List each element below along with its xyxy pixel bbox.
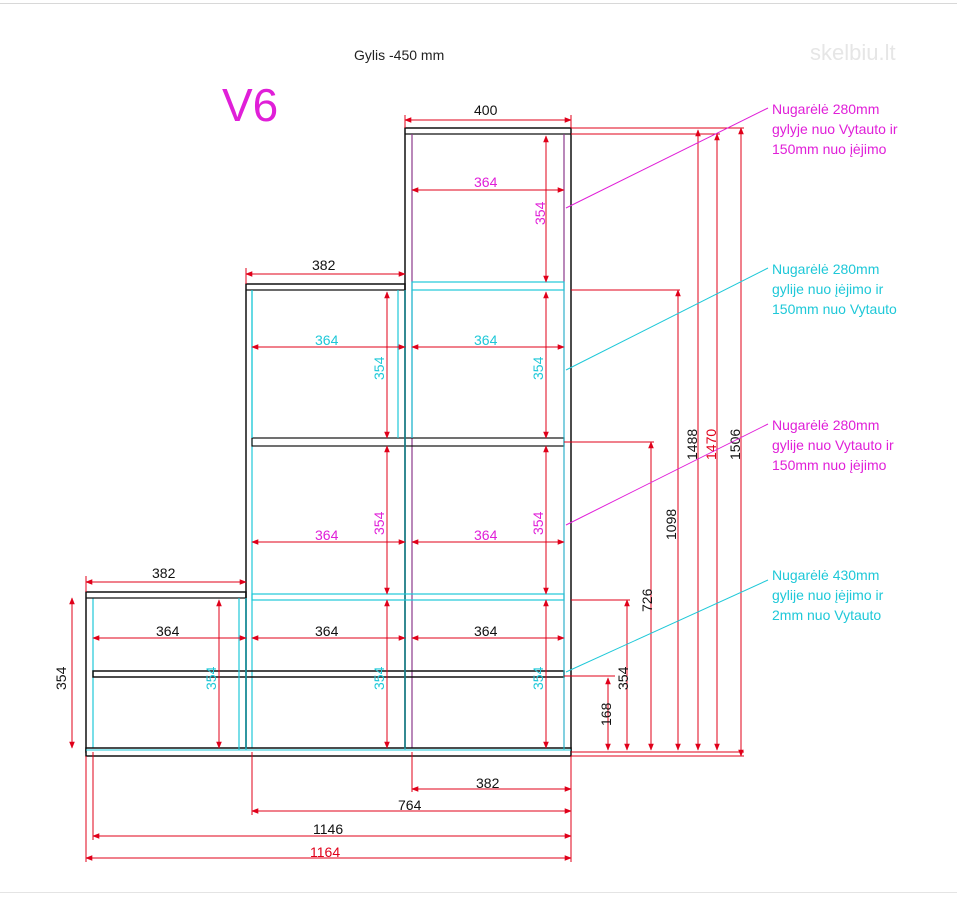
dim-1146: 1146: [313, 821, 343, 837]
note-4: Nugarėlė 430mm gylije nuo įėjimo ir 2mm …: [772, 567, 884, 623]
dim-h-8: 354: [530, 666, 546, 690]
note-4-line-3: 2mm nuo Vytauto: [772, 607, 881, 623]
dim-bottom-382: 382: [476, 775, 500, 791]
note-3-line-2: gylije nuo Vytauto ir: [772, 437, 894, 453]
watermark-text: skelbiu.lt: [810, 40, 896, 65]
leader-lines: [565, 107, 769, 673]
dim-1098: 1098: [663, 509, 679, 540]
dim-inner-4: 364: [315, 527, 339, 543]
dim-inner-1: 364: [474, 174, 498, 190]
note-2-line-3: 150mm nuo Vytauto: [772, 301, 897, 317]
top-width-dims: [85, 115, 572, 592]
note-4-line-1: Nugarėlė 430mm: [772, 567, 879, 583]
dim-inner-6: 364: [156, 623, 180, 639]
inner-width-dims: [92, 187, 565, 641]
note-1-line-3: 150mm nuo įėjimo: [772, 141, 887, 157]
bottom-border: [0, 892, 957, 893]
note-4-line-2: gylije nuo įėjimo ir: [772, 587, 884, 603]
note-1: Nugarėlė 280mm gylyje nuo Vytauto ir 150…: [772, 101, 898, 157]
right-height-dims: [564, 127, 744, 757]
bottom-width-dims: [85, 752, 572, 862]
dim-h-4: 354: [371, 511, 387, 535]
note-3-line-3: 150mm nuo įėjimo: [772, 457, 887, 473]
dim-1470: 1470: [703, 429, 719, 460]
note-1-line-1: Nugarėlė 280mm: [772, 101, 879, 117]
cell-height-dims: [69, 135, 549, 749]
depth-label: Gylis -450 mm: [354, 47, 444, 63]
note-2-line-1: Nugarėlė 280mm: [772, 261, 879, 277]
dim-inner-8: 364: [474, 623, 498, 639]
dim-354-right: 354: [615, 666, 631, 690]
dim-left-width: 382: [152, 565, 176, 581]
dim-1164: 1164: [310, 844, 340, 860]
cabinet-outlines: [85, 127, 572, 757]
dim-1488: 1488: [684, 429, 700, 460]
dim-h-3: 354: [530, 356, 546, 380]
dim-left-height: 354: [53, 666, 69, 690]
dim-inner-3: 364: [474, 332, 498, 348]
dim-h-5: 354: [530, 511, 546, 535]
dim-inner-5: 364: [474, 527, 498, 543]
note-3-line-1: Nugarėlė 280mm: [772, 417, 879, 433]
dim-h-6: 354: [203, 666, 219, 690]
note-3: Nugarėlė 280mm gylije nuo Vytauto ir 150…: [772, 417, 894, 473]
dim-h-7: 354: [371, 666, 387, 690]
dim-726: 726: [639, 588, 655, 612]
dim-h-1: 354: [532, 201, 548, 225]
variant-title: V6: [222, 79, 278, 131]
note-1-line-2: gylyje nuo Vytauto ir: [772, 121, 898, 137]
note-2: Nugarėlė 280mm gylije nuo įėjimo ir 150m…: [772, 261, 897, 317]
dim-1506: 1506: [727, 429, 743, 460]
note-2-line-2: gylije nuo įėjimo ir: [772, 281, 884, 297]
dim-764: 764: [398, 797, 422, 813]
dim-inner-2: 364: [315, 332, 339, 348]
dim-mid-width: 382: [312, 257, 336, 273]
top-border: [0, 3, 957, 4]
dim-168: 168: [598, 702, 614, 726]
dim-inner-7: 364: [315, 623, 339, 639]
dim-top-width: 400: [474, 102, 498, 118]
dim-h-2: 354: [371, 356, 387, 380]
